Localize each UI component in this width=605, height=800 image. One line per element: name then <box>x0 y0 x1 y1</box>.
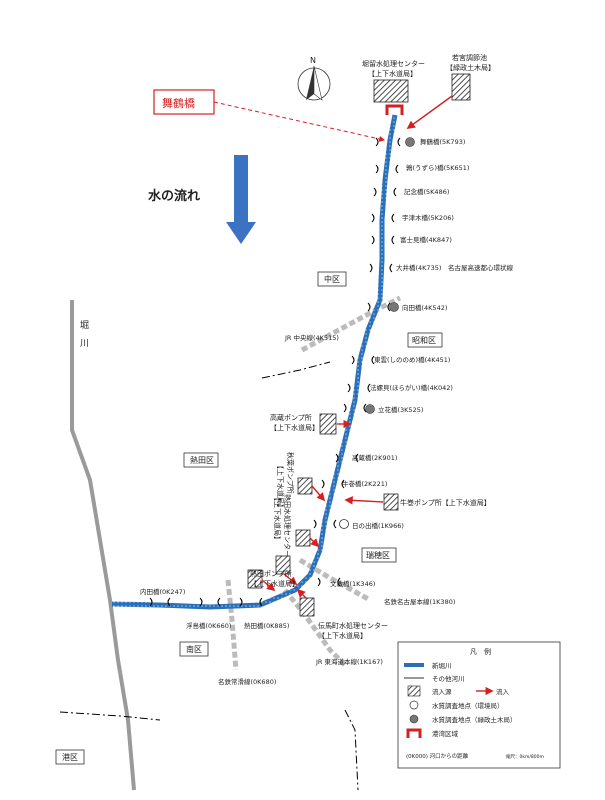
bridge-ticks <box>149 137 401 607</box>
bridge-labels: 舞鶴橋(5K793) 鶉(うずら)橋(5K651) 記念橋(5K486) 宇津木… <box>140 137 514 630</box>
survey-point-hinode <box>339 519 349 529</box>
legend-item-1: その他河川 <box>432 674 465 683</box>
boundary-line-south <box>59 711 161 721</box>
inflow-atsuta-pump <box>247 569 263 589</box>
inflow-unnamed <box>275 555 291 575</box>
inflow-denmacho <box>299 597 315 617</box>
legend-note: (0K000) 河口からの距離 <box>406 752 469 760</box>
bridge-mukaida: 向田橋(4K542) <box>402 303 447 312</box>
akiba-org: 【上下水道局】 <box>276 462 285 511</box>
rail-meitetsu: 名鉄名古屋本線(1K380) <box>384 597 455 606</box>
inflow-ushimaki <box>383 493 399 511</box>
takakura-name: 高蔵ポンプ所 <box>270 413 312 422</box>
inflow-horitome <box>373 79 409 103</box>
harbor-marker <box>385 104 404 115</box>
bridge-hinode: 日の出橋(1K966) <box>352 521 404 530</box>
bridge-tachibana: 立花橋(3K525) <box>378 405 423 414</box>
jr-tokaido-line <box>283 588 347 667</box>
atsuta-pump-org: 【上下水道局】 <box>250 579 299 588</box>
legend-title: 凡 例 <box>470 647 491 656</box>
bridge-bunkyo: 文教橋(1K346) <box>330 579 375 588</box>
bridge-horagai: 法螺貝(ほらがい)橋(4K042) <box>370 383 453 392</box>
inflow-wakamiya <box>451 73 471 101</box>
boundary-line-southeast <box>344 709 359 791</box>
akiba-name: 秋葉ポンプ所 <box>286 452 295 494</box>
jr-chuo-line <box>300 295 402 353</box>
meitetsu-line <box>298 557 372 603</box>
horikawa-river <box>70 300 136 791</box>
bridge-uzura: 鶉(うずら)橋(5K651) <box>406 163 469 172</box>
ward-mizuho: 瑞穂区 <box>366 550 390 560</box>
inflow-atsuta-center <box>295 529 311 547</box>
bridge-maizuru: 舞鶴橋(5K793) <box>420 137 465 146</box>
inflow-arrows <box>261 95 453 599</box>
bridge-hamajima: 浮島橋(0K660) <box>186 621 231 630</box>
atsuta-center-org: 【上下水道局】 <box>273 494 282 543</box>
horitome-org: 【上下水道局】 <box>368 69 417 78</box>
legend-item-0: 新堀川 <box>432 661 452 670</box>
ward-labels: 中区 昭和区 熱田区 瑞穂区 南区 港区 <box>55 271 443 765</box>
legend-item-6: 港湾区域 <box>432 729 459 738</box>
bridge-fujimi: 富士見橋(4K847) <box>400 235 452 244</box>
title-box <box>153 89 215 115</box>
flow-arrow-icon <box>226 155 256 244</box>
bridge-utsu: 宇津木橋(5K206) <box>402 213 454 222</box>
bridge-takakura: 高蔵橋(2K901) <box>352 453 397 462</box>
ushimaki-label: 牛巻ポンプ所【上下水道局】 <box>400 498 491 507</box>
survey-point-mukaida <box>389 302 399 312</box>
survey-point-maizuru <box>405 137 415 147</box>
denmacho-name: 伝馬町水処理センター <box>318 621 388 630</box>
ward-showa: 昭和区 <box>412 336 436 345</box>
survey-point-tachibana <box>365 404 375 414</box>
facility-labels: 堀留水処理センター 【上下水道局】 若宮調節池 【緑政土木局】 高蔵ポンプ所 【… <box>250 53 495 640</box>
rail-meitetsu-tokoname: 名鉄常滑線(0K680) <box>218 677 276 686</box>
legend-item-2: 流入源 <box>432 687 452 696</box>
legend-item-4: 水質調査地点（環境局） <box>432 701 504 710</box>
title-label: 舞鶴橋 <box>162 96 195 110</box>
rail-jr-tokaido: JR 東海道本線(1K167) <box>315 657 383 666</box>
rail-jr-chuo: JR 中央線(4K515) <box>284 333 339 342</box>
bridge-ushimaki: 牛巻橋(2K221) <box>342 479 387 488</box>
legend-item-3: 流入 <box>496 687 510 696</box>
rail-labels: JR 中央線(4K515) 名鉄名古屋本線(1K380) JR 東海道本線(1K… <box>218 333 455 686</box>
ward-minami: 南区 <box>186 644 202 654</box>
atsuta-pump-name: 熱田ポンプ所 <box>250 569 292 578</box>
legend: 凡 例 新堀川 その他河川 流入源 流入 水質調査地点（環境局） 水質調査地点（… <box>397 641 561 769</box>
shin-horikawa-river <box>111 114 398 610</box>
ward-naka: 中区 <box>324 274 340 284</box>
bridge-uchida: 内田橋(0K247) <box>140 587 185 596</box>
horikawa-label-1: 堀 <box>80 320 89 331</box>
bridge-shinonome: 東雲(しののめ)橋(4K451) <box>374 355 450 364</box>
north-arrow-icon <box>297 65 331 101</box>
horikawa-label-2: 川 <box>80 339 89 349</box>
meitetsu-tokoname-line <box>225 579 239 671</box>
legend-item-5: 水質調査地点（緑政土木局） <box>432 715 517 724</box>
north-label: N <box>310 56 316 65</box>
bridge-oi: 大井橋(4K735) <box>396 263 441 272</box>
wakamiya-name: 若宮調節池 <box>452 53 487 62</box>
atsuta-center-name: 熱田水処理センター <box>283 494 292 557</box>
expressway-label: 名古屋高速都心環状線 <box>448 263 514 272</box>
expressway-line <box>261 361 331 379</box>
bridge-kinen: 記念橋(5K486) <box>404 187 449 196</box>
bridge-atsuta: 熱田橋(0K885) <box>244 621 289 630</box>
flow-label: 水の流れ <box>148 188 200 204</box>
horitome-name: 堀留水処理センター <box>362 59 425 68</box>
takakura-org: 【上下水道局】 <box>270 423 319 432</box>
wakamiya-org: 【緑政土木局】 <box>446 63 495 72</box>
inflow-akiba <box>297 477 313 495</box>
ward-atsuta: 熱田区 <box>190 455 214 465</box>
denmacho-org: 【上下水道局】 <box>318 631 367 640</box>
title-leader <box>213 101 386 142</box>
legend-scale: 縮尺：0km/800m <box>506 753 544 760</box>
inflow-takakura <box>319 413 337 435</box>
ward-minato: 港区 <box>62 752 78 762</box>
